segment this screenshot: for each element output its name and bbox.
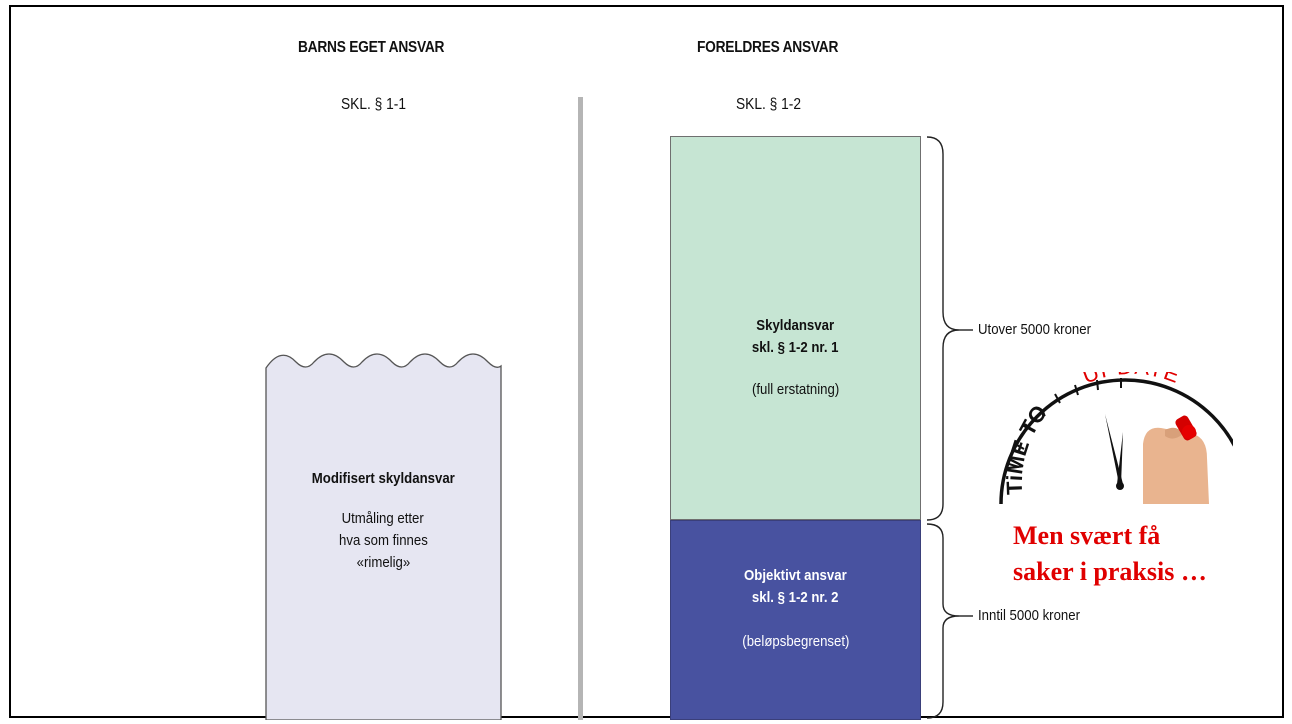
box-title: Modifisert skyldansvar	[311, 470, 455, 487]
box-title: Skyldansvar	[756, 317, 835, 334]
box-subtitle: skl. § 1-2 nr. 2	[752, 589, 839, 606]
heading-barns-eget-ansvar: BARNS EGET ANSVAR	[298, 39, 445, 56]
box-line: «rimelig»	[356, 554, 410, 571]
braces	[926, 136, 973, 719]
label-inntil-5000: Inntil 5000 kroner	[978, 607, 1080, 624]
objektivt-ansvar-box: Objektivt ansvar skl. § 1-2 nr. 2 (beløp…	[670, 520, 921, 720]
lower-brace	[926, 523, 960, 719]
label-utover-5000: Utover 5000 kroner	[978, 321, 1091, 338]
box-line: hva som finnes	[338, 532, 428, 549]
box-subtitle: skl. § 1-2 nr. 1	[752, 339, 839, 356]
box-note: (full erstatning)	[751, 381, 840, 398]
upper-brace	[926, 136, 960, 521]
annotation-line-2: saker i praksis …	[1013, 557, 1207, 586]
column-divider	[578, 97, 583, 720]
box-note: (beløpsbegrenset)	[741, 633, 850, 650]
box-title: Objektivt ansvar	[744, 567, 847, 584]
time-to-update-clock-icon: TiME TO UPDATE	[999, 372, 1233, 504]
reference-skl-1-1: SKL. § 1-1	[341, 96, 407, 113]
reference-skl-1-2: SKL. § 1-2	[736, 96, 802, 113]
modifisert-skyldansvar-text: Modifisert skyldansvar Utmåling etter hv…	[264, 468, 502, 574]
heading-foreldres-ansvar: FORELDRES ANSVAR	[697, 39, 839, 56]
box-line: Utmåling etter	[341, 510, 425, 527]
modifisert-skyldansvar-box	[265, 353, 502, 720]
annotation-line-1: Men svært få	[1013, 521, 1161, 550]
diagram-frame	[9, 5, 1284, 718]
skyldansvar-box: Skyldansvar skl. § 1-2 nr. 1 (full ersta…	[670, 136, 921, 520]
